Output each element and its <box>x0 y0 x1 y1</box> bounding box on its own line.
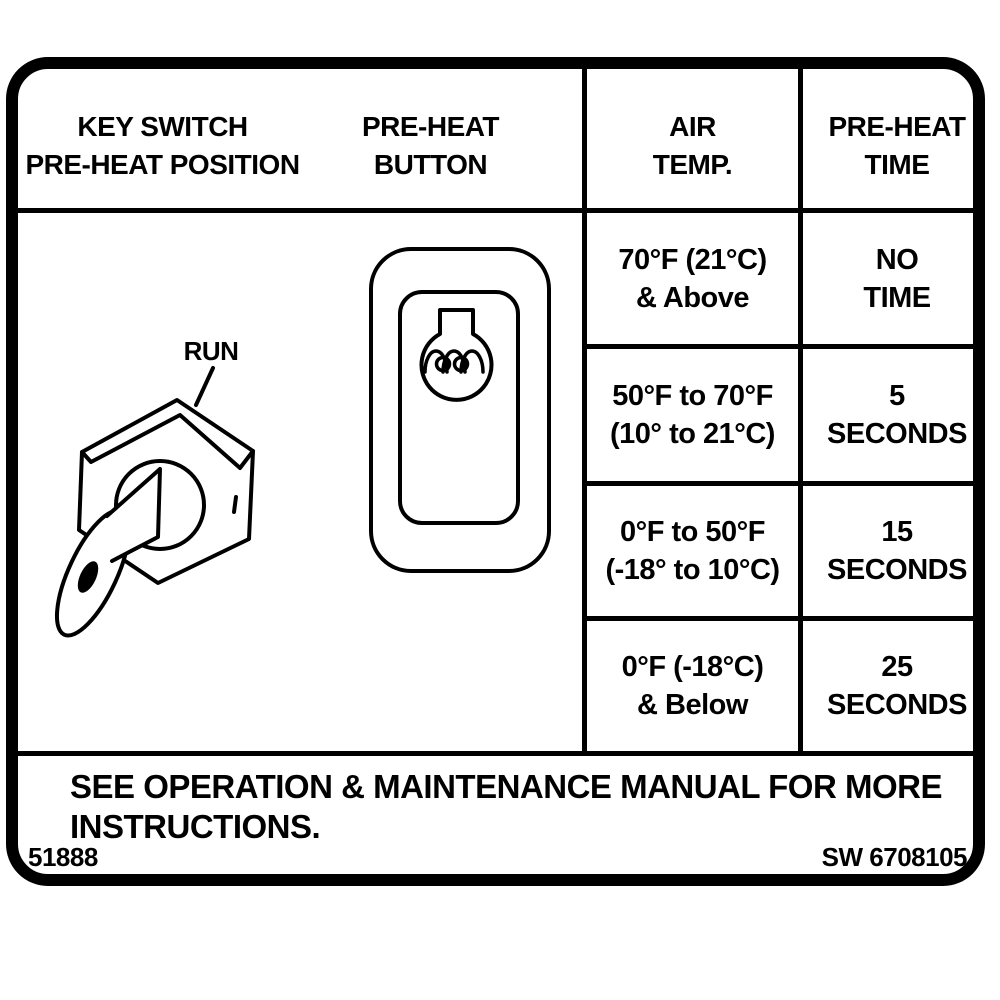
header-key-switch-line2: PRE-HEAT POSITION <box>25 149 300 180</box>
glow-plug-body <box>419 308 494 402</box>
temp-row4-line2: & Below <box>637 689 748 721</box>
header-preheat-time-line1: PRE-HEAT <box>828 111 966 142</box>
part-number-right: SW 6708105 <box>821 842 968 872</box>
key-head-slot <box>77 561 99 593</box>
button-rocker-face <box>398 290 520 525</box>
divider-diagram-airtemp <box>582 69 587 753</box>
part-number-left: 51888 <box>28 842 98 872</box>
hex-nut-chamfer-band <box>80 413 255 470</box>
time-row1-line2: TIME <box>863 281 931 314</box>
table-cell-temp-row1: 70°F (21°C) & Above <box>587 213 798 344</box>
header-key-switch-line1: KEY SWITCH <box>77 111 248 142</box>
divider-row-3 <box>582 616 973 621</box>
time-row2-line1: 5 <box>889 380 905 412</box>
hex-nut-side-tick <box>232 495 238 514</box>
divider-airtemp-time <box>798 69 803 753</box>
header-key-switch-preheat-position: KEY SWITCH PRE-HEAT POSITION <box>25 108 300 184</box>
time-row1-line1: NO <box>875 243 919 276</box>
table-cell-time-row3: 15 SECONDS <box>803 486 991 616</box>
time-row2-line2: SECONDS <box>827 418 967 450</box>
temp-row4-line1: 0°F (-18°C) <box>621 651 764 683</box>
header-air-temp-line2: TEMP. <box>652 149 733 180</box>
key-shaft <box>105 467 162 563</box>
header-preheat-time: PRE-HEAT TIME <box>803 108 991 184</box>
temp-row3-line1: 0°F to 50°F <box>620 516 766 548</box>
divider-header <box>18 208 973 213</box>
time-row3-line2: SECONDS <box>827 554 967 586</box>
time-row4-line1: 25 <box>881 651 913 683</box>
table-cell-temp-row3: 0°F to 50°F (-18° to 10°C) <box>587 486 798 616</box>
run-leader-line <box>194 366 215 407</box>
temp-row2-line2: (10° to 21°C) <box>610 418 775 450</box>
header-preheat-time-line2: TIME <box>864 149 930 180</box>
table-cell-time-row2: 5 SECONDS <box>803 349 991 481</box>
header-preheat-button-line2: BUTTON <box>373 149 488 180</box>
time-row4-line2: SECONDS <box>827 689 967 721</box>
table-cell-time-row4: 25 SECONDS <box>803 621 991 751</box>
header-air-temp: AIR TEMP. <box>587 108 798 184</box>
temp-row2-line1: 50°F to 70°F <box>612 380 773 412</box>
divider-footer <box>18 751 973 756</box>
maintenance-notice: SEE OPERATION & MAINTENANCE MANUAL FOR M… <box>70 767 950 847</box>
divider-row-2 <box>582 481 973 486</box>
temp-row1-line1: 70°F (21°C) <box>618 243 767 276</box>
table-cell-time-row1: NO TIME <box>803 213 991 344</box>
time-row3-line1: 15 <box>881 516 913 548</box>
temp-row3-line2: (-18° to 10°C) <box>605 554 780 586</box>
table-cell-temp-row4: 0°F (-18°C) & Below <box>587 621 798 751</box>
maintenance-notice-line1: SEE OPERATION & MAINTENANCE MANUAL FOR M… <box>70 768 942 805</box>
header-preheat-button: PRE-HEAT BUTTON <box>328 108 533 184</box>
temp-row1-line2: & Above <box>635 281 750 314</box>
table-cell-temp-row2: 50°F to 70°F (10° to 21°C) <box>587 349 798 481</box>
header-preheat-button-line1: PRE-HEAT <box>361 111 500 142</box>
divider-row-1 <box>582 344 973 349</box>
preheat-instruction-label: KEY SWITCH PRE-HEAT POSITION PRE-HEAT BU… <box>6 57 985 886</box>
glow-plug-coil <box>423 349 485 374</box>
run-position-label: RUN <box>183 336 239 366</box>
header-air-temp-line1: AIR <box>669 111 716 142</box>
maintenance-notice-line2: INSTRUCTIONS. <box>70 808 321 845</box>
